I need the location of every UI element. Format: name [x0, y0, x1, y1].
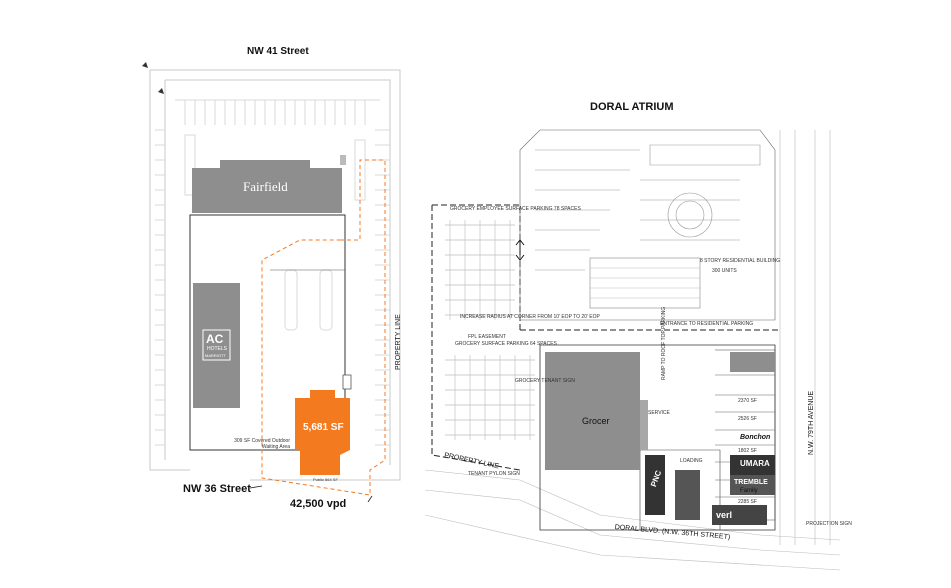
- south-street-label: NW 36 Street: [183, 483, 251, 495]
- property-line-label: PROPERTY LINE: [395, 314, 402, 370]
- tenant-tremble-label: TREMBLE: [734, 479, 768, 486]
- residential-building-label: 8 STORY RESIDENTIAL BUILDING: [700, 258, 780, 264]
- north-arrow-icon: [142, 62, 164, 94]
- highlight-sf-label: 5,681 SF: [303, 422, 344, 433]
- suite-2-label: 2526 SF: [738, 416, 757, 422]
- projection-sign-label: PROJECTION SIGN: [806, 521, 852, 527]
- fpl-easement-label: FPL EASEMENT: [468, 334, 506, 340]
- ramp-label: RAMP TO ROOF TOP PARKING: [661, 307, 667, 380]
- doral-atrium-title: DORAL ATRIUM: [590, 101, 674, 113]
- tenant-bonchon-label: Bonchon: [740, 434, 771, 441]
- outdoor-area-note: 309 SF Covered Outdoor Waiting Area: [234, 438, 290, 450]
- grocer-label: Grocer: [582, 416, 610, 426]
- ac-brand-label: MARRIOTT: [205, 353, 226, 358]
- ac-logo: AC: [206, 332, 224, 346]
- suite-4-label: 2285 SF: [738, 499, 757, 505]
- fairfield-logo: Fairfield: [243, 179, 288, 194]
- north-street-label: NW 41 Street: [247, 46, 309, 57]
- nw-79th-avenue-label: N.W. 79TH AVENUE: [808, 390, 815, 455]
- entrance-residential-label: ENTRANCE TO RESIDENTIAL PARKING: [660, 321, 753, 327]
- grocer-building: [545, 352, 640, 470]
- fairfield-building: [192, 168, 342, 213]
- right-site-plan: [424, 129, 841, 571]
- grocery-tenant-sign-label: GROCERY TENANT SIGN: [515, 378, 575, 384]
- left-site-plan: [149, 69, 401, 496]
- suite-1-label: 2370 SF: [738, 398, 757, 404]
- tenant-verl-label: verl: [716, 510, 733, 520]
- tenant-pylon-sign-label: TENANT PYLON SIGN: [468, 471, 520, 477]
- public-area-note: Public 664 SF: [313, 477, 338, 482]
- units-label: 300 UNITS: [712, 268, 737, 274]
- suite-3-label: 1802 SF: [738, 448, 757, 454]
- entrance-arrow-icon: [249, 485, 373, 503]
- highlight-pad: [295, 390, 350, 475]
- increase-radius-label: INCREASE RADIUS AT CORNER FROM 10' EOP T…: [460, 314, 600, 320]
- grocery-employee-parking-label: GROCERY EMPLOYEE SURFACE PARKING 78 SPAC…: [450, 206, 581, 212]
- ac-hotels-building: [193, 283, 240, 408]
- tenant-umara-label: UMARA: [740, 459, 770, 468]
- grocery-surface-parking-label: GROCERY SURFACE PARKING 64 SPACES: [455, 341, 558, 347]
- loading-label: LOADING: [680, 458, 703, 464]
- ac-hotels-label: HOTELS: [207, 346, 228, 352]
- traffic-count-label: 42,500 vpd: [290, 498, 347, 510]
- tenant-family-label: Family: [740, 488, 758, 494]
- service-label: SERVICE: [648, 410, 671, 416]
